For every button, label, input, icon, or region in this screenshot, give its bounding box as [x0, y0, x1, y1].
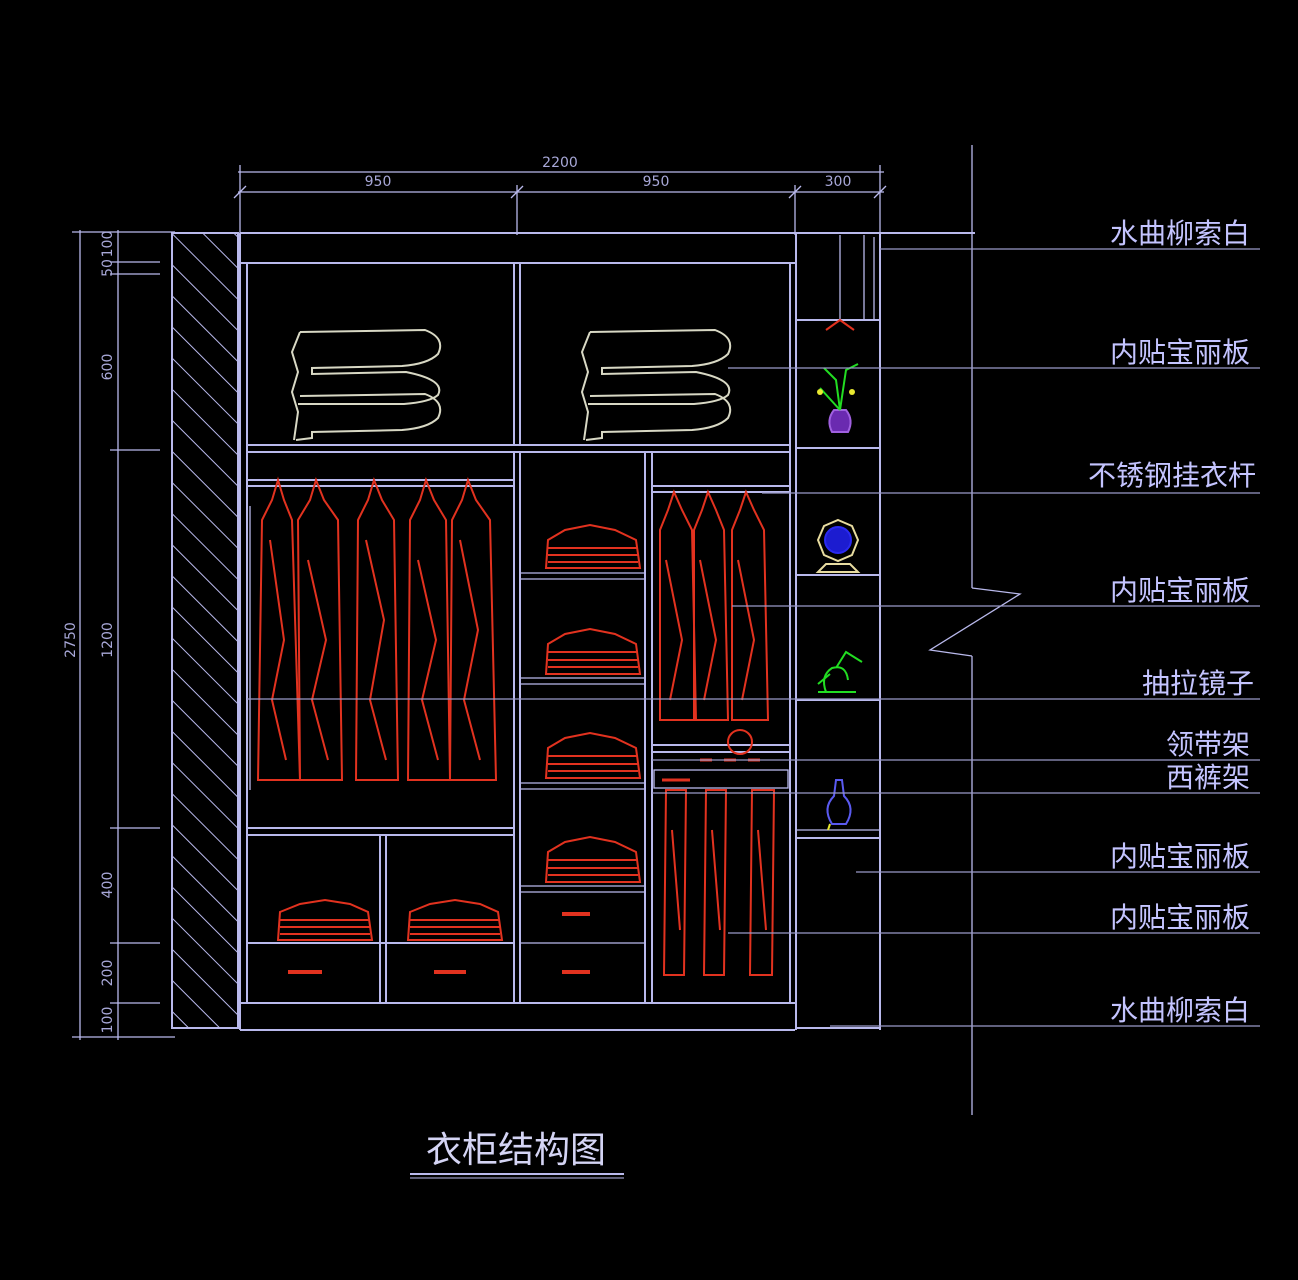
- callout-label-4: 内贴宝丽板: [1110, 574, 1250, 607]
- folded-linen-right: [580, 328, 732, 441]
- drawing-title: 衣柜结构图: [426, 1130, 606, 1171]
- dim-left-segment-2: 100: [100, 231, 116, 258]
- callout-label-1: 水曲柳索白: [1110, 217, 1250, 250]
- folded-stacks-bottom: [276, 898, 504, 974]
- callout-label-10: 水曲柳索白: [1110, 994, 1250, 1027]
- dim-left-segment-4: 1200: [100, 622, 116, 658]
- callout-label-6: 领带架: [1166, 728, 1250, 761]
- ornament-plate: [815, 518, 861, 573]
- dim-top-segment-2: 950: [643, 174, 670, 190]
- callout-label-2: 内贴宝丽板: [1110, 336, 1250, 369]
- hanging-shirts-right: [659, 489, 770, 721]
- callout-label-3: 不锈钢挂衣杆: [1088, 459, 1256, 492]
- dim-top-segment-1: 950: [365, 174, 392, 190]
- dim-left-segment-1: 50: [100, 259, 116, 277]
- top-dimension-chain: 2200 950 950 300: [233, 155, 887, 235]
- dim-left-segment-6: 200: [100, 960, 116, 987]
- callout-label-5: 抽拉镜子: [1142, 667, 1254, 700]
- hatched-wall: [171, 232, 239, 1029]
- dim-top-segment-3: 300: [825, 174, 852, 190]
- ornament-small-vase: [826, 779, 852, 831]
- callout-label-9: 内贴宝丽板: [1110, 901, 1250, 934]
- leader-lines: [247, 248, 1260, 1027]
- break-line: [928, 145, 1022, 1115]
- ornament-vase-with-plant: [817, 318, 859, 433]
- ornament-green-plant: [817, 650, 863, 693]
- folded-linen-left: [290, 328, 442, 441]
- left-dimension-chain: 2750 50 100 600 1200 400 200 100: [63, 230, 175, 1040]
- hanging-coats-left: [256, 476, 498, 781]
- callout-label-8: 内贴宝丽板: [1110, 840, 1250, 873]
- dim-left-segment-5: 400: [100, 872, 116, 899]
- dim-left-total: 2750: [63, 622, 79, 658]
- callout-labels: 水曲柳索白 内贴宝丽板 不锈钢挂衣杆 内贴宝丽板 抽拉镜子 领带架 西裤架 内贴…: [1088, 217, 1256, 1027]
- callout-label-7: 西裤架: [1166, 761, 1250, 794]
- dim-left-segment-7: 100: [100, 1007, 116, 1034]
- dim-top-total: 2200: [542, 155, 578, 171]
- trouser-rack: [662, 729, 776, 976]
- dim-left-segment-3: 600: [100, 354, 116, 381]
- folded-stacks-middle: [544, 523, 642, 974]
